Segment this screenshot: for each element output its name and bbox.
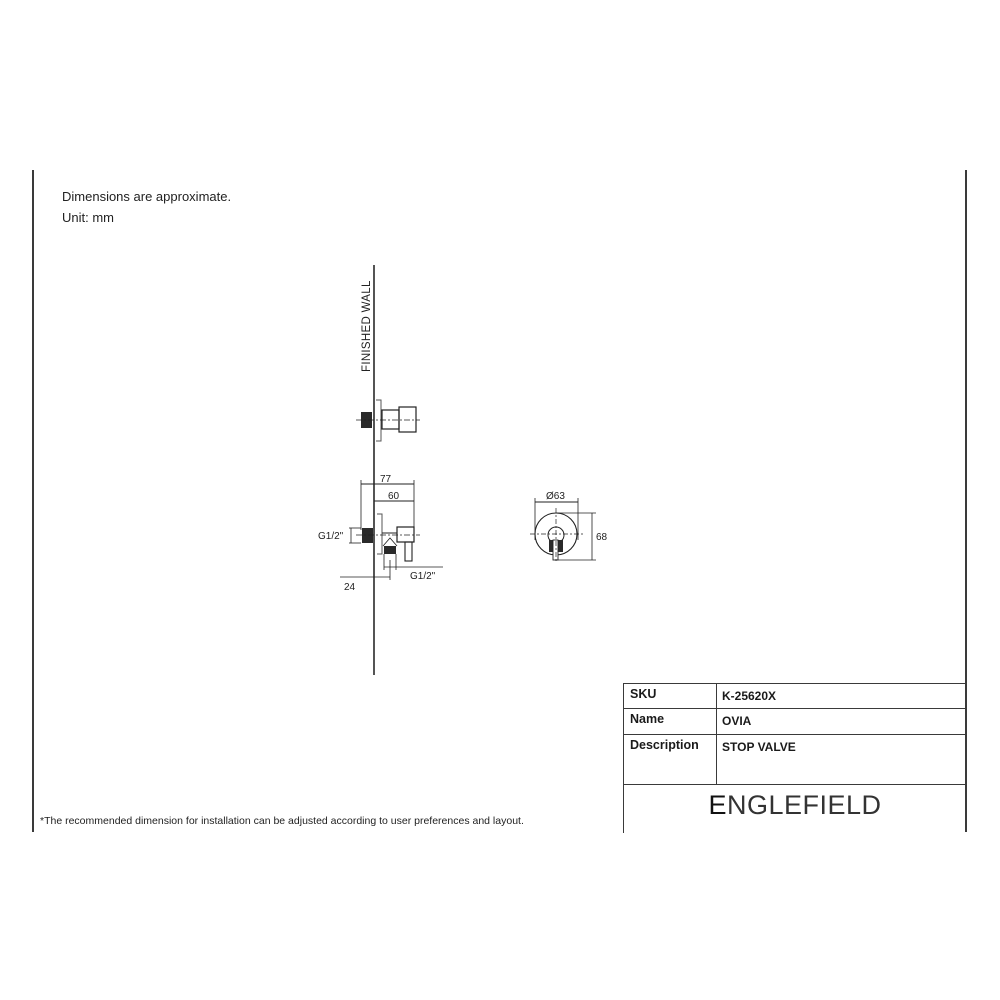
brand-logo-initial: E	[708, 790, 727, 820]
dim-60: 60	[388, 491, 400, 502]
tb-row-description: Description STOP VALVE	[624, 735, 966, 785]
dim-68: 68	[596, 532, 608, 543]
tb-value-sku: K-25620X	[722, 689, 777, 703]
frame-border-left	[32, 170, 34, 832]
finished-wall-label: FINISHED WALL	[361, 280, 373, 372]
brand-logo: ENGLEFIELD	[624, 790, 966, 821]
dim-77: 77	[380, 474, 392, 485]
brand-logo-rest: NGLEFIELD	[726, 790, 882, 820]
installation-footnote: *The recommended dimension for installat…	[40, 815, 524, 827]
valve-side-view-dimensioned: 77 60 G1/2" G1/2" 24	[318, 474, 443, 593]
dim-outlet-thread: G1/2"	[410, 571, 436, 582]
dim-inlet-thread: G1/2"	[318, 531, 344, 542]
tb-row-sku: SKU K-25620X	[624, 684, 966, 709]
frame-border-right	[965, 170, 967, 832]
tb-value-description: STOP VALVE	[722, 740, 796, 754]
tb-key-sku: SKU	[624, 684, 717, 708]
tb-value-name: OVIA	[722, 714, 752, 728]
dim-24: 24	[344, 582, 356, 593]
dim-diameter: Ø63	[546, 491, 565, 502]
note-unit: Unit: mm	[62, 210, 114, 225]
note-approximate: Dimensions are approximate.	[62, 189, 232, 204]
valve-side-view-top	[356, 399, 420, 442]
title-block: SKU K-25620X Name OVIA Description STOP …	[623, 683, 966, 833]
tb-key-name: Name	[624, 709, 717, 734]
valve-front-view: Ø63 68	[530, 491, 608, 562]
tb-row-name: Name OVIA	[624, 709, 966, 735]
tb-key-description: Description	[624, 735, 717, 784]
